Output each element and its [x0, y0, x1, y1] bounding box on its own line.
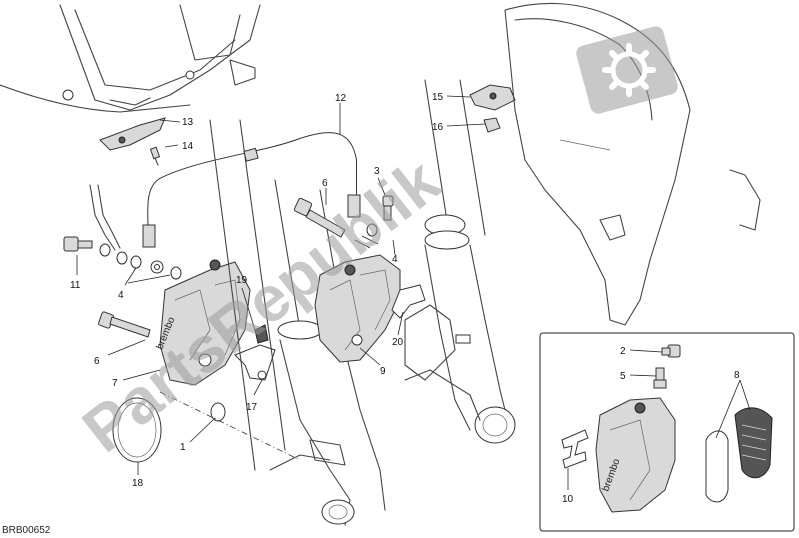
callout-9: 9 [380, 366, 386, 377]
leader-lines [76, 95, 751, 490]
callout-12: 12 [335, 93, 347, 104]
callout-14: 14 [182, 141, 194, 152]
brake-hose-12 [142, 132, 361, 274]
inset-caliper: brembo [595, 397, 676, 513]
hose-bracket-13 [99, 117, 166, 151]
callout-15: 15 [432, 92, 444, 103]
gear-icon [576, 26, 678, 114]
callout-7: 7 [112, 378, 118, 389]
frame-headstock [0, 4, 261, 113]
callout-2: 2 [620, 346, 626, 357]
banjo-bolt-11 [63, 236, 93, 252]
washers-4-right [354, 223, 379, 249]
callout-19: 19 [236, 275, 248, 286]
seal-1 [210, 402, 226, 422]
callout-11: 11 [70, 280, 81, 291]
callout-10: 10 [562, 494, 574, 505]
callout-6-right: 6 [322, 178, 328, 189]
callout-5: 5 [620, 371, 626, 382]
diagram-code: BRB00652 [2, 525, 51, 536]
callout-13: 13 [182, 117, 194, 128]
callout-17: 17 [246, 402, 258, 413]
fork-leg-left [209, 119, 386, 526]
callout-16: 16 [432, 122, 444, 133]
callout-4-right: 4 [392, 254, 398, 265]
caliper-bolt-6-right [293, 197, 346, 238]
cover-cap-18 [112, 397, 162, 463]
brake-caliper-7: brembo [155, 259, 251, 386]
callout-8: 8 [734, 370, 740, 381]
inset-brake-pads-8 [705, 407, 773, 503]
fork-leg-right [404, 79, 516, 444]
callout-3: 3 [374, 166, 380, 177]
bleed-screw-3 [382, 195, 394, 221]
caliper-pin-19 [254, 324, 269, 344]
callout-20: 20 [392, 337, 404, 348]
callout-18: 18 [132, 478, 144, 489]
pad-spring-17 [234, 344, 276, 381]
caliper-bolt-6-left [98, 311, 151, 338]
washers-4-left [99, 243, 182, 280]
inset-bleed-screw-2 [661, 344, 681, 358]
callout-6-left: 6 [94, 356, 100, 367]
inset-pad-spring-10 [561, 429, 589, 469]
brake-caliper-9 [314, 254, 401, 363]
callout-4-left: 4 [118, 290, 124, 301]
caliper-bracket-20 [391, 284, 426, 319]
callout-1: 1 [180, 442, 186, 453]
bracket-screw-14 [149, 146, 161, 166]
callout-labels: 13 14 12 3 6 4 11 4 19 6 7 9 20 17 1 18 … [70, 92, 740, 505]
sensor-bracket-15 [469, 84, 516, 111]
grommet-16 [483, 117, 501, 133]
hose-fragment-left [89, 184, 121, 251]
inset-bleed-screw-5 [653, 367, 667, 389]
